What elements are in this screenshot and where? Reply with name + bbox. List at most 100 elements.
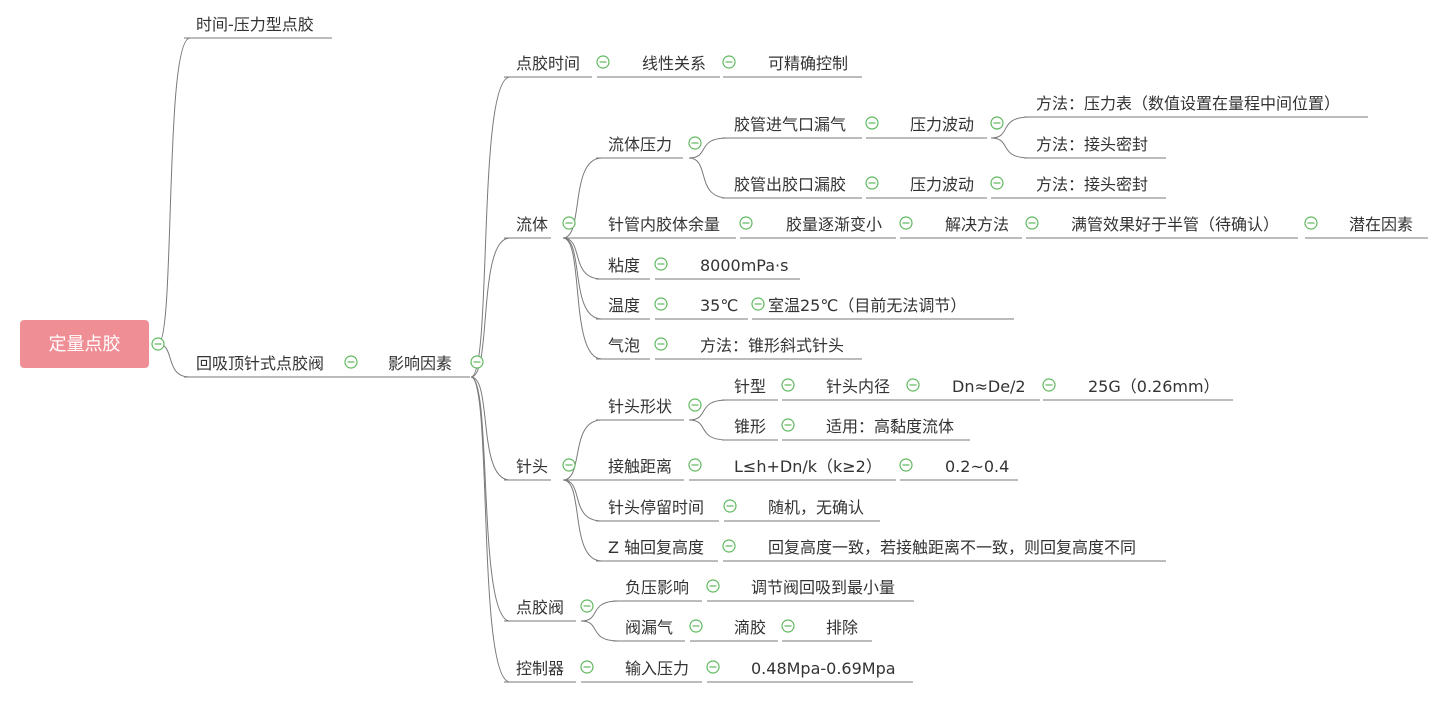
- collapse-toggle-icon[interactable]: [781, 619, 795, 633]
- topic-label[interactable]: 方法：接头密封: [1036, 175, 1148, 194]
- connector-line: [688, 399, 729, 421]
- collapse-toggle-icon[interactable]: [1025, 216, 1039, 230]
- collapse-toggle-icon[interactable]: [990, 176, 1004, 190]
- collapse-toggle-icon[interactable]: [596, 55, 610, 69]
- topic-label[interactable]: 方法：压力表（数值设置在量程中间位置）: [1036, 94, 1340, 113]
- collapse-toggle-icon[interactable]: [562, 216, 576, 230]
- collapse-toggle-icon[interactable]: [723, 499, 737, 513]
- connector-line: [470, 237, 511, 378]
- topic-label[interactable]: 适用：高黏度流体: [826, 417, 954, 436]
- collapse-toggle-icon[interactable]: [865, 176, 879, 190]
- topic-label[interactable]: 针头内径: [826, 377, 890, 396]
- topic-label[interactable]: 随机，无确认: [768, 498, 864, 517]
- topic-label[interactable]: 室温25℃（目前无法调节）: [768, 296, 966, 315]
- collapse-toggle-icon[interactable]: [739, 216, 753, 230]
- topic-label[interactable]: 点胶阀: [516, 598, 564, 617]
- connector-line: [990, 137, 1031, 159]
- topic-label[interactable]: 点胶时间: [516, 54, 580, 73]
- connector-lines: [157, 37, 1428, 683]
- topic-label[interactable]: L≤h+Dn/k（k≥2）: [734, 457, 882, 476]
- collapse-toggle-icon[interactable]: [688, 136, 702, 150]
- topic-label[interactable]: 方法：锥形斜式针头: [700, 336, 844, 355]
- topic-label[interactable]: 时间-压力型点胶: [196, 15, 314, 34]
- connector-line: [990, 116, 1031, 139]
- topic-label[interactable]: 胶管出胶口漏胶: [734, 175, 846, 194]
- collapse-toggle-icon[interactable]: [751, 297, 765, 311]
- topic-label[interactable]: 8000mPa·s: [700, 256, 788, 275]
- collapse-toggle-icon[interactable]: [151, 337, 165, 351]
- topic-label[interactable]: 回复高度一致，若接触距离不一致，则回复高度不同: [768, 538, 1136, 557]
- root-topic-label: 定量点胶: [49, 334, 121, 355]
- topic-label[interactable]: 可精确控制: [768, 54, 848, 73]
- collapse-toggle-icon[interactable]: [689, 619, 703, 633]
- collapse-toggle-icon[interactable]: [781, 378, 795, 392]
- topic-label[interactable]: 接触距离: [608, 457, 672, 476]
- topic-label[interactable]: 0.2~0.4: [945, 457, 1009, 476]
- topic-label[interactable]: 解决方法: [945, 215, 1009, 234]
- root-topic-box[interactable]: [20, 320, 149, 368]
- topic-label[interactable]: 胶量逐渐变小: [786, 215, 882, 234]
- topic-label[interactable]: 满管效果好于半管（待确认）: [1071, 215, 1279, 234]
- topic-label[interactable]: 方法：接头密封: [1036, 135, 1148, 154]
- topic-label[interactable]: 滴胶: [734, 618, 766, 637]
- topic-label[interactable]: 影响因素: [388, 354, 452, 373]
- topic-label[interactable]: 针管内胶体余量: [608, 215, 720, 234]
- topic-label[interactable]: 针头形状: [608, 397, 672, 416]
- connector-line: [157, 37, 191, 345]
- collapse-toggle-icon[interactable]: [722, 55, 736, 69]
- topic-label[interactable]: 流体压力: [608, 135, 672, 154]
- collapse-toggle-icon[interactable]: [706, 579, 720, 593]
- collapse-toggle-icon[interactable]: [688, 458, 702, 472]
- collapse-toggle-icon[interactable]: [899, 216, 913, 230]
- collapse-toggle-icon[interactable]: [899, 458, 913, 472]
- collapse-toggle-icon[interactable]: [865, 116, 879, 130]
- connector-line: [470, 376, 511, 622]
- topic-label[interactable]: 针型: [734, 377, 766, 396]
- topic-label[interactable]: 控制器: [516, 659, 564, 678]
- topic-label[interactable]: Dn≈De/2: [952, 377, 1026, 396]
- topic-label[interactable]: 粘度: [608, 256, 640, 275]
- collapse-toggle-icon[interactable]: [990, 116, 1004, 130]
- collapse-toggle-icon[interactable]: [562, 458, 576, 472]
- topic-label[interactable]: 排除: [826, 618, 858, 637]
- connector-line: [580, 620, 620, 642]
- collapse-toggle-icon[interactable]: [580, 660, 594, 674]
- topic-label[interactable]: 负压影响: [625, 578, 689, 597]
- topic-label[interactable]: 0.48Mpa-0.69Mpa: [751, 659, 896, 678]
- topic-label[interactable]: 输入压力: [625, 659, 689, 678]
- topic-label[interactable]: 温度: [608, 296, 640, 315]
- collapse-toggle-icon[interactable]: [654, 257, 668, 271]
- collapse-toggle-icon[interactable]: [344, 355, 358, 369]
- topic-label[interactable]: 锥形: [734, 417, 766, 436]
- collapse-toggle-icon[interactable]: [906, 378, 920, 392]
- collapse-toggle-icon[interactable]: [706, 660, 720, 674]
- topic-label[interactable]: 流体: [516, 215, 548, 234]
- topic-label[interactable]: 线性关系: [642, 54, 706, 73]
- topic-label[interactable]: 潜在因素: [1349, 215, 1413, 234]
- topic-label[interactable]: 胶管进气口漏气: [734, 115, 846, 134]
- collapse-toggle-icon[interactable]: [1304, 216, 1318, 230]
- topic-label[interactable]: 气泡: [608, 336, 640, 355]
- connector-line: [562, 479, 603, 522]
- collapse-toggle-icon[interactable]: [580, 599, 594, 613]
- topic-label[interactable]: 针头: [516, 457, 548, 476]
- connector-line: [562, 237, 603, 280]
- collapse-toggle-icon[interactable]: [654, 337, 668, 351]
- topic-label[interactable]: 调节阀回吸到最小量: [751, 578, 895, 597]
- topic-label[interactable]: 压力波动: [910, 115, 974, 134]
- topic-label[interactable]: 阀漏气: [625, 618, 673, 637]
- collapse-toggle-icon[interactable]: [722, 539, 736, 553]
- collapse-toggle-icon[interactable]: [654, 297, 668, 311]
- topic-label[interactable]: Z 轴回复高度: [608, 538, 704, 557]
- topic-label[interactable]: 针头停留时间: [608, 498, 704, 517]
- topic-label[interactable]: 25G（0.26mm）: [1088, 377, 1220, 396]
- connector-line: [688, 419, 729, 441]
- topic-label[interactable]: 压力波动: [910, 175, 974, 194]
- collapse-toggle-icon[interactable]: [470, 355, 484, 369]
- collapse-toggle-icon[interactable]: [688, 398, 702, 412]
- collapse-toggle-icon[interactable]: [1042, 378, 1056, 392]
- collapse-toggle-icon[interactable]: [781, 418, 795, 432]
- topic-label[interactable]: 回吸顶针式点胶阀: [196, 354, 324, 373]
- topic-label[interactable]: 35℃: [700, 296, 738, 315]
